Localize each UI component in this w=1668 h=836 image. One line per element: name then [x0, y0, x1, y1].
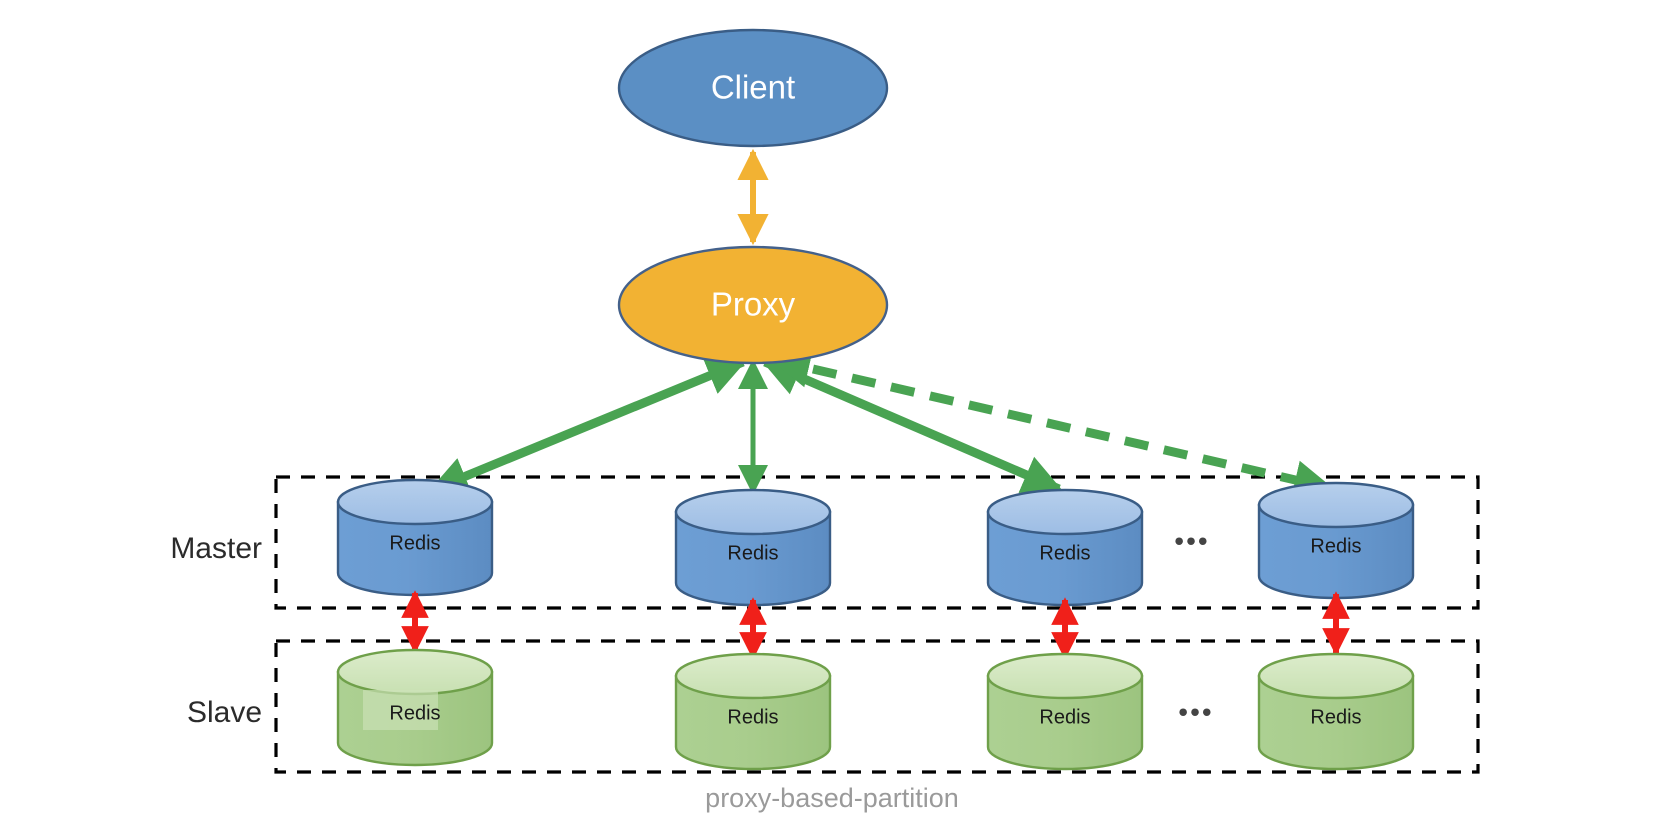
cylinder-top — [336, 478, 494, 526]
cylinder-top — [986, 652, 1144, 700]
slave-redis-node-3[interactable]: Redis — [986, 652, 1144, 771]
slave-redis-label-3: Redis — [1039, 706, 1090, 728]
cylinder-top — [1257, 481, 1415, 529]
slave-nodes: Redis Redis Redis Redis ••• — [336, 648, 1415, 771]
proxy-master-links — [428, 348, 1334, 500]
slave-redis-node-1[interactable]: Redis — [336, 648, 494, 767]
cylinder-top — [336, 648, 494, 696]
master-tier-label: Master — [170, 532, 262, 565]
cylinder-body — [1257, 674, 1415, 771]
client-label: Client — [711, 69, 795, 106]
master-slave-links — [401, 590, 1350, 660]
slave-tier-group: Slave — [187, 639, 1480, 774]
proxy-label: Proxy — [711, 286, 796, 323]
proxy-node[interactable]: Proxy — [617, 245, 889, 365]
cylinder-top — [1257, 652, 1415, 700]
cylinder-body — [986, 674, 1144, 771]
cylinder-top — [986, 488, 1144, 536]
client-node[interactable]: Client — [617, 28, 889, 148]
slave-redis-node-2[interactable]: Redis — [674, 652, 832, 771]
slave-redis-label-2: Redis — [727, 706, 778, 728]
slave-ellipsis: ••• — [1178, 696, 1213, 727]
master-redis-label-3: Redis — [1039, 542, 1090, 564]
cylinder-body — [674, 674, 832, 771]
cylinder-highlight — [363, 690, 438, 730]
link-proxy-master-3 — [761, 357, 1063, 494]
cylinder-top — [674, 488, 832, 536]
master-redis-node-4[interactable]: Redis — [1257, 481, 1415, 600]
master-redis-node-2[interactable]: Redis — [674, 488, 832, 607]
master-redis-node-1[interactable]: Redis — [336, 478, 494, 597]
slave-tier-box — [274, 639, 1480, 774]
master-redis-label-2: Redis — [727, 542, 778, 564]
slave-redis-label-4: Redis — [1310, 706, 1361, 728]
link-proxy-master-4 — [770, 348, 1334, 500]
diagram-caption: proxy-based-partition — [705, 783, 959, 813]
master-ellipsis: ••• — [1174, 525, 1209, 556]
client-ellipse — [617, 28, 889, 148]
master-redis-node-3[interactable]: Redis — [986, 488, 1144, 607]
master-redis-label-4: Redis — [1310, 535, 1361, 557]
link-proxy-master-1 — [428, 357, 747, 495]
slave-redis-node-4[interactable]: Redis — [1257, 652, 1415, 771]
proxy-ellipse — [617, 245, 889, 365]
cylinder-top — [674, 652, 832, 700]
master-nodes: Redis Redis Redis Redis ••• — [336, 478, 1415, 607]
slave-redis-label-1: Redis — [389, 702, 440, 724]
master-redis-label-1: Redis — [389, 532, 440, 554]
slave-tier-label: Slave — [187, 696, 262, 729]
